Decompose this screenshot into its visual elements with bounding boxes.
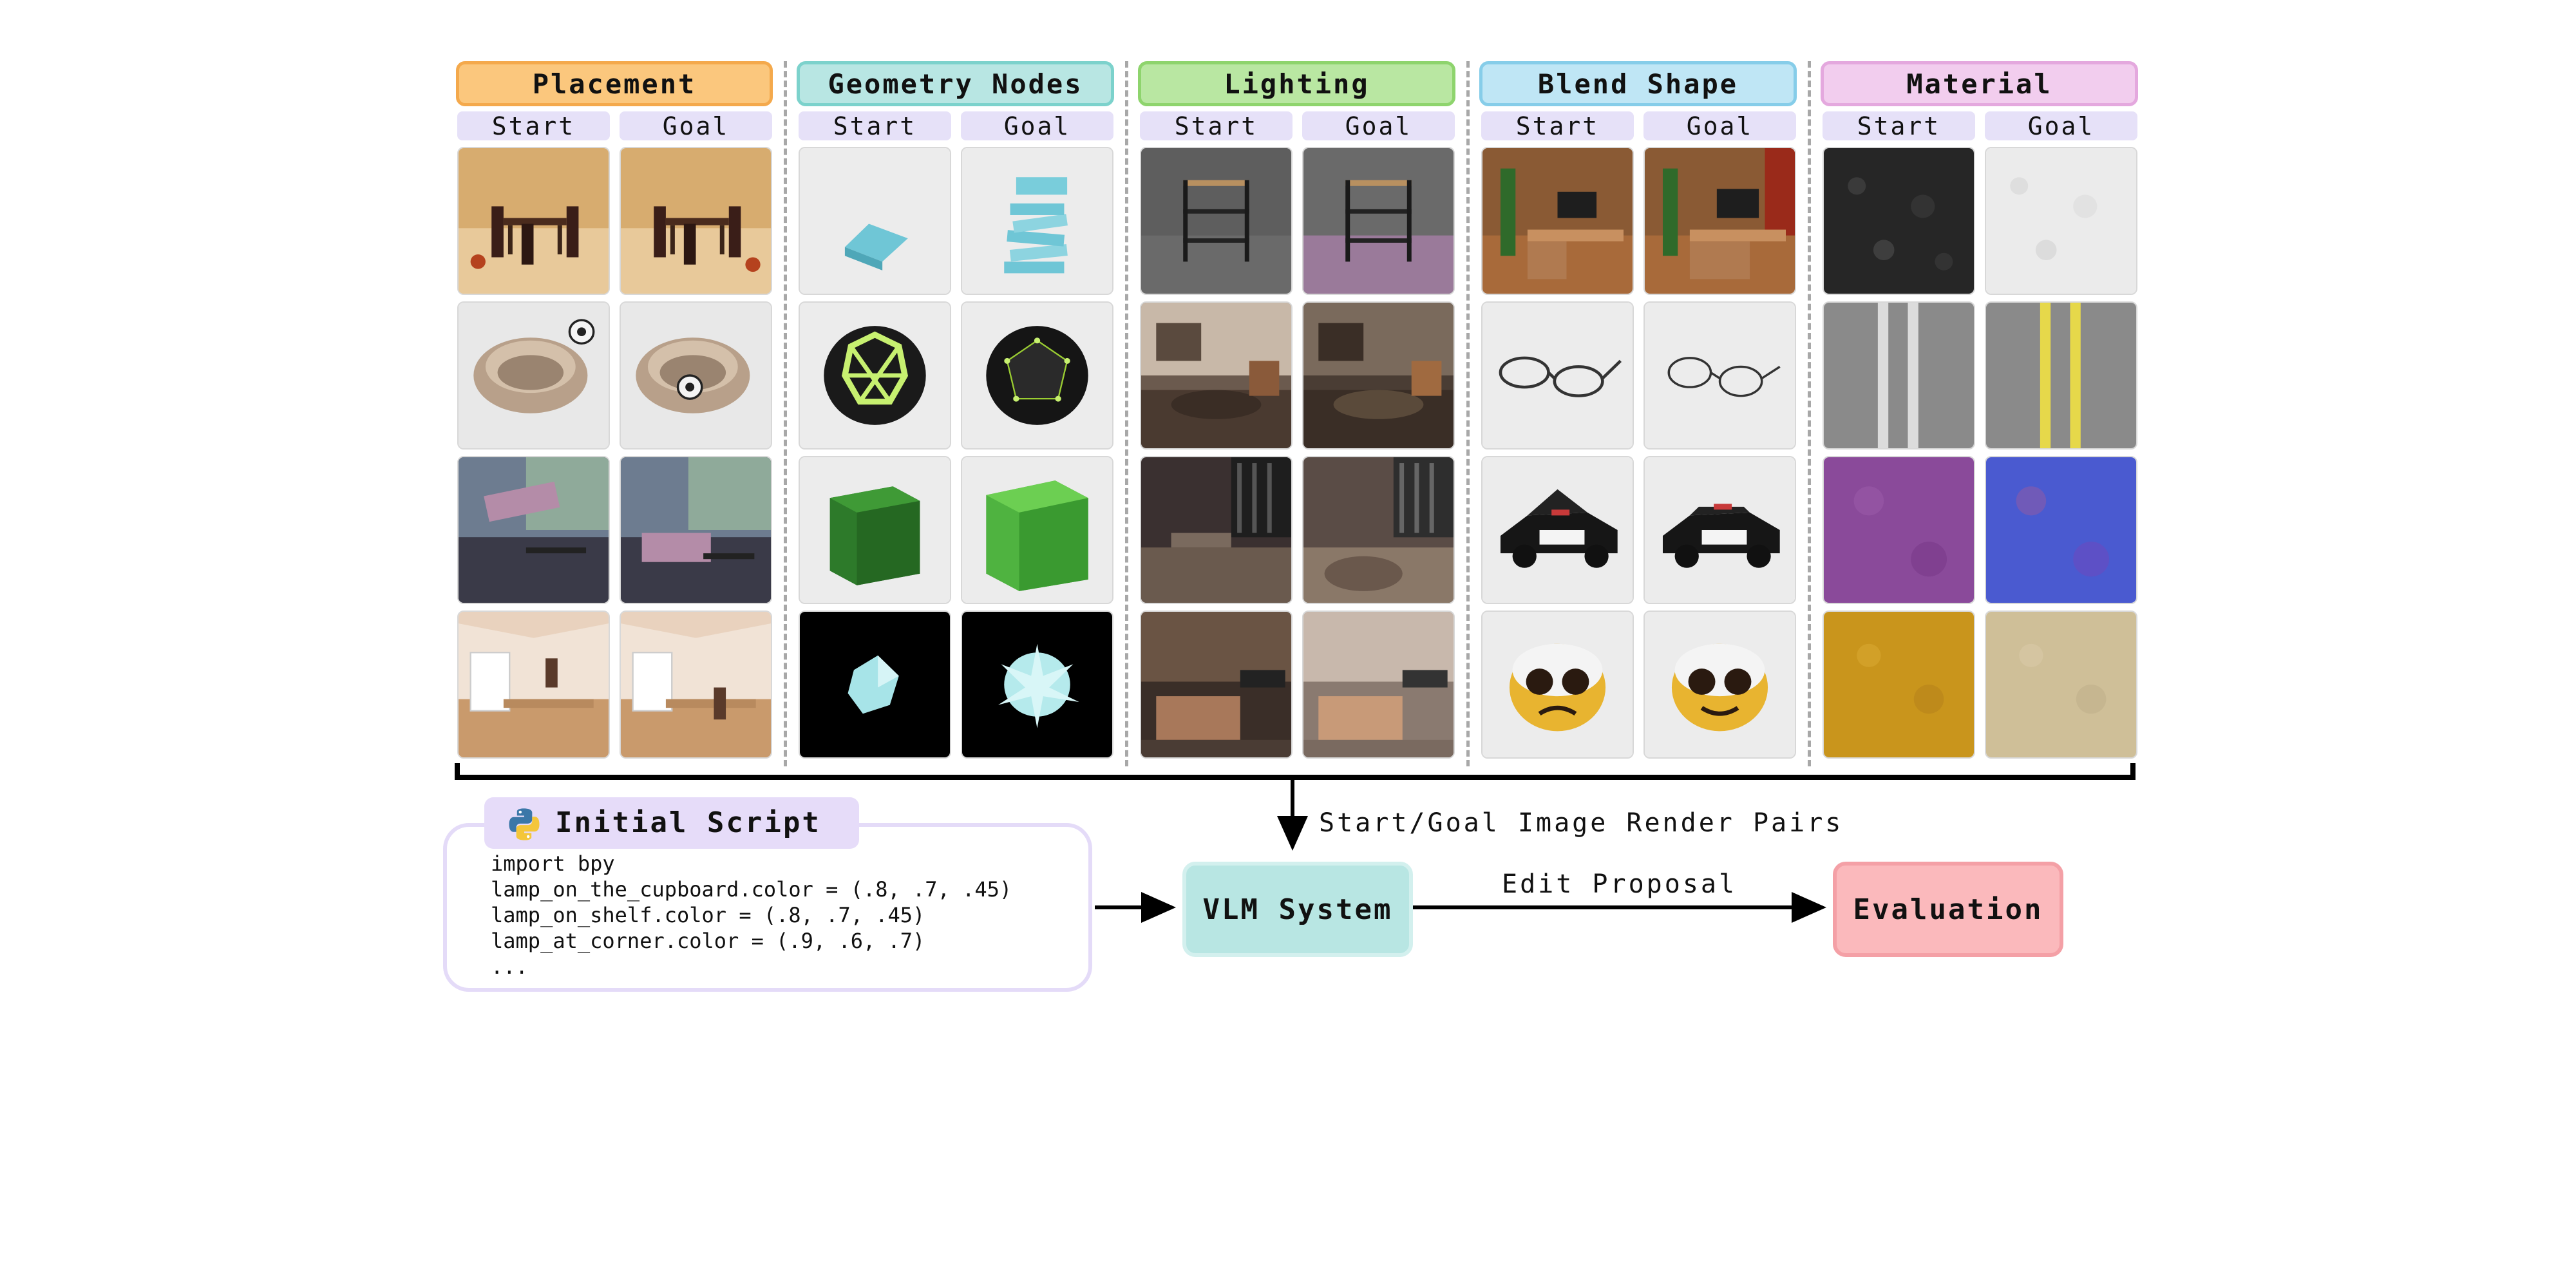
start-label: Start (1140, 111, 1293, 140)
lighting-kitchen-goal-image (1302, 611, 1455, 759)
goal-label: Goal (1302, 111, 1455, 140)
geonodes-sphere-goal-image (961, 301, 1113, 450)
goal-label: Goal (1985, 111, 2137, 140)
header-geometry-nodes: Geometry Nodes (797, 61, 1114, 106)
header-blend-shape: Blend Shape (1479, 61, 1797, 106)
blendshape-glasses-start-image (1481, 301, 1634, 450)
python-icon (509, 808, 540, 840)
material-rock-start-image (1823, 147, 1975, 295)
geonodes-hedge-goal-image (961, 456, 1113, 604)
material-fabric-goal-image (1985, 456, 2137, 604)
lighting-bedroom-start-image (1140, 301, 1293, 450)
initial-script-tab (484, 797, 859, 849)
code-line: lamp_at_corner.color = (.9, .6, .7) (491, 929, 925, 953)
vlm-system-box: VLM System (1182, 862, 1413, 957)
geonodes-sphere-start-image (799, 301, 951, 450)
code-line: import bpy (491, 851, 615, 876)
column-divider (1808, 61, 1811, 766)
placement-dining-start-image (457, 147, 610, 295)
render-pairs-label: Start/Goal Image Render Pairs (1319, 808, 1844, 838)
placement-dining-goal-image (620, 147, 772, 295)
blendshape-desk-start-image (1481, 147, 1634, 295)
start-label: Start (457, 111, 610, 140)
lighting-shelf-start-image (1140, 147, 1293, 295)
column-divider (1125, 61, 1128, 766)
column-divider (784, 61, 787, 766)
header-material: Material (1821, 61, 2138, 106)
header-placement: Placement (456, 61, 773, 106)
blendshape-car-start-image (1481, 456, 1634, 604)
evaluation-box: Evaluation (1833, 862, 2063, 957)
goal-label: Goal (1643, 111, 1796, 140)
lighting-bedroom-goal-image (1302, 301, 1455, 450)
start-label: Start (799, 111, 951, 140)
geonodes-crystal-start-image (799, 611, 951, 759)
grid-bracket (455, 763, 2136, 780)
blendshape-desk-goal-image (1643, 147, 1796, 295)
material-road-goal-image (1985, 301, 2137, 450)
lighting-shelf-goal-image (1302, 147, 1455, 295)
geonodes-book-goal-image (961, 147, 1113, 295)
code-line: lamp_on_the_cupboard.color = (.8, .7, .4… (491, 877, 1012, 902)
material-sand-goal-image (1985, 611, 2137, 759)
lighting-kitchen-start-image (1140, 611, 1293, 759)
geonodes-hedge-start-image (799, 456, 951, 604)
placement-room-start-image (457, 611, 610, 759)
placement-livingroom-start-image (457, 456, 610, 604)
material-rock-goal-image (1985, 147, 2137, 295)
code-line: ... (491, 954, 528, 979)
edit-proposal-label: Edit Proposal (1502, 869, 1738, 899)
start-label: Start (1823, 111, 1975, 140)
initial-script-box (443, 823, 1092, 992)
placement-basket-start-image (457, 301, 610, 450)
goal-label: Goal (620, 111, 772, 140)
placement-basket-goal-image (620, 301, 772, 450)
placement-livingroom-goal-image (620, 456, 772, 604)
geonodes-crystal-goal-image (961, 611, 1113, 759)
lighting-office-goal-image (1302, 456, 1455, 604)
blendshape-face-goal-image (1643, 611, 1796, 759)
blendshape-car-goal-image (1643, 456, 1796, 604)
blendshape-face-start-image (1481, 611, 1634, 759)
material-road-start-image (1823, 301, 1975, 450)
geonodes-book-start-image (799, 147, 951, 295)
material-sand-start-image (1823, 611, 1975, 759)
column-divider (1466, 61, 1470, 766)
start-label: Start (1481, 111, 1634, 140)
goal-label: Goal (961, 111, 1113, 140)
material-fabric-start-image (1823, 456, 1975, 604)
lighting-office-start-image (1140, 456, 1293, 604)
code-line: lamp_on_shelf.color = (.8, .7, .45) (491, 903, 925, 927)
header-lighting: Lighting (1138, 61, 1455, 106)
blendshape-glasses-goal-image (1643, 301, 1796, 450)
placement-room-goal-image (620, 611, 772, 759)
initial-script-title: Initial Script (555, 806, 821, 839)
